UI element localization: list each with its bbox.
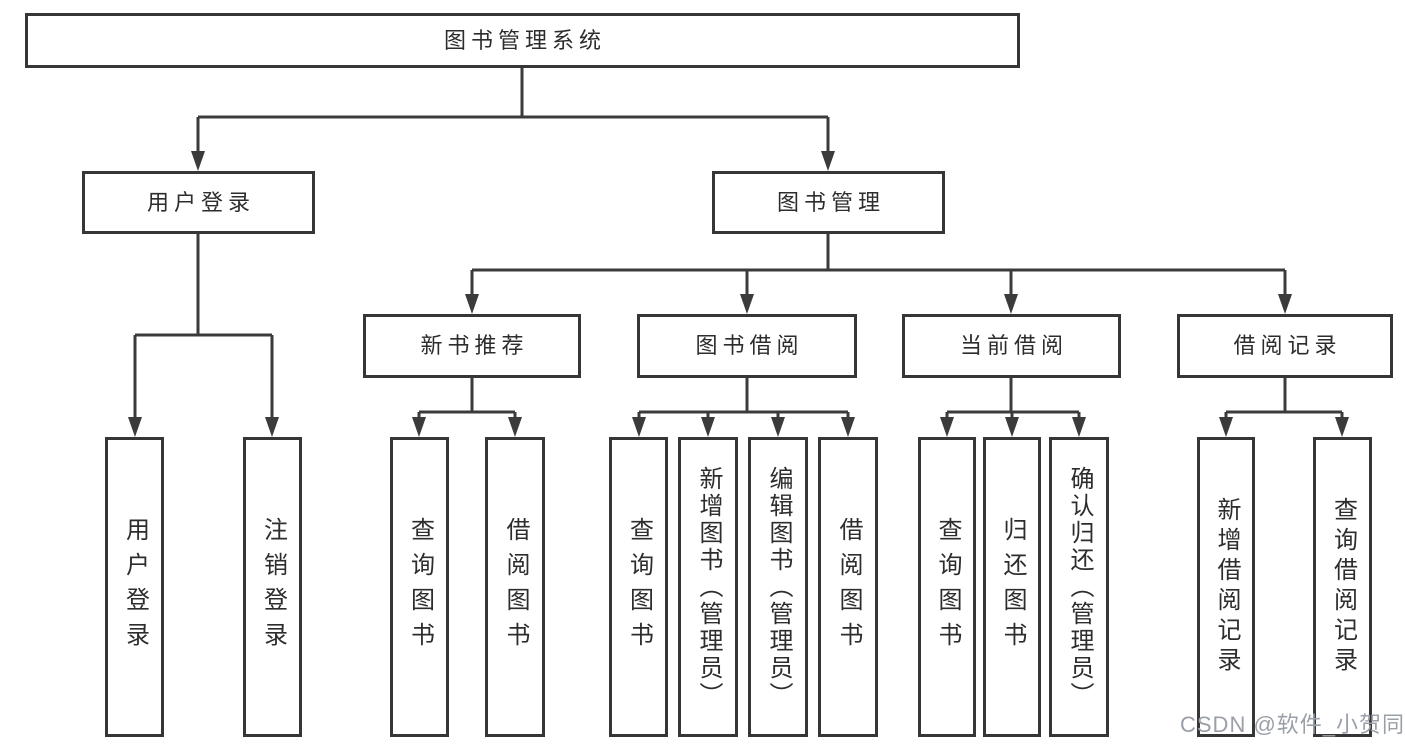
connector-new-book-recommend-children — [412, 378, 522, 437]
arrow-down-icon — [841, 417, 855, 437]
arrow-down-icon — [1004, 294, 1018, 314]
node-current-borrow: 当前借阅 — [902, 314, 1121, 378]
node-label: 新书推荐 — [420, 333, 529, 358]
node-label: 编辑图书（管理员） — [765, 465, 792, 709]
arrow-down-icon — [1335, 417, 1349, 437]
connector-borrow-records-children — [1219, 378, 1349, 437]
node-confirm-return-admin: 确认归还（管理员） — [1049, 437, 1109, 737]
connector-user-login-children — [128, 234, 279, 437]
node-label: 借阅图书 — [502, 517, 529, 657]
node-new-book-recommend: 新书推荐 — [363, 314, 581, 378]
connector-root-to-level2 — [191, 68, 835, 171]
node-label: 用户登录 — [121, 517, 149, 657]
node-borrow-records: 借阅记录 — [1177, 314, 1393, 378]
node-label: 借阅图书 — [835, 517, 862, 657]
node-leaf-logout: 注销登录 — [243, 437, 302, 737]
node-label: 当前借阅 — [959, 333, 1068, 358]
arrow-down-icon — [1219, 417, 1233, 437]
arrow-down-icon — [465, 294, 479, 314]
node-borrow-books-recommend: 借阅图书 — [485, 437, 545, 737]
node-add-book-admin: 新增图书（管理员） — [678, 437, 738, 737]
node-label: 确认归还（管理员） — [1066, 465, 1093, 709]
node-query-books-current: 查询图书 — [918, 437, 976, 737]
arrow-down-icon — [1005, 417, 1019, 437]
arrow-down-icon — [265, 417, 279, 437]
node-book-borrow: 图书借阅 — [637, 314, 857, 378]
node-query-books-borrow: 查询图书 — [609, 437, 668, 737]
watermark-text: CSDN @软件_小贺同 — [1180, 712, 1405, 737]
node-book-management: 图书管理 — [712, 171, 945, 234]
node-edit-book-admin: 编辑图书（管理员） — [748, 437, 808, 737]
arrow-down-icon — [701, 417, 715, 437]
node-label: 图书管理 — [776, 189, 885, 215]
arrow-down-icon — [740, 294, 754, 314]
arrow-down-icon — [412, 417, 426, 437]
node-label: 新增借阅记录 — [1213, 497, 1240, 677]
arrow-down-icon — [191, 151, 205, 171]
arrow-down-icon — [632, 417, 646, 437]
node-label: 查询借阅记录 — [1329, 497, 1357, 677]
node-label: 图书借阅 — [695, 333, 804, 358]
arrow-down-icon — [1278, 294, 1292, 314]
arrow-down-icon — [508, 417, 522, 437]
node-label: 用户登录 — [146, 189, 255, 215]
node-root: 图书管理系统 — [25, 13, 1020, 68]
node-add-borrow-record: 新增借阅记录 — [1197, 437, 1255, 737]
connector-book-borrow-children — [632, 378, 855, 437]
watermark: CSDN @软件_小贺同学 — [1180, 712, 1405, 738]
node-label: 查询图书 — [625, 517, 653, 657]
arrow-down-icon — [1072, 417, 1086, 437]
node-query-borrow-record: 查询借阅记录 — [1313, 437, 1372, 737]
node-borrow-books-borrow: 借阅图书 — [818, 437, 878, 737]
arrow-down-icon — [771, 417, 785, 437]
arrow-down-icon — [128, 417, 142, 437]
node-label: 注销登录 — [259, 517, 287, 657]
node-label: 查询图书 — [934, 517, 961, 657]
node-label: 图书管理系统 — [443, 27, 606, 53]
arrow-down-icon — [821, 151, 835, 171]
node-user-login: 用户登录 — [82, 171, 315, 234]
node-label: 查询图书 — [406, 517, 434, 657]
connector-book-management-children — [465, 234, 1292, 314]
connector-current-borrow-children — [940, 378, 1086, 437]
node-label: 借阅记录 — [1233, 333, 1342, 358]
node-return-book: 归还图书 — [983, 437, 1041, 737]
node-leaf-user-login: 用户登录 — [105, 437, 164, 737]
arrow-down-icon — [940, 417, 954, 437]
node-label: 归还图书 — [999, 517, 1026, 657]
node-label: 新增图书（管理员） — [695, 465, 722, 709]
node-query-books-recommend: 查询图书 — [390, 437, 449, 737]
